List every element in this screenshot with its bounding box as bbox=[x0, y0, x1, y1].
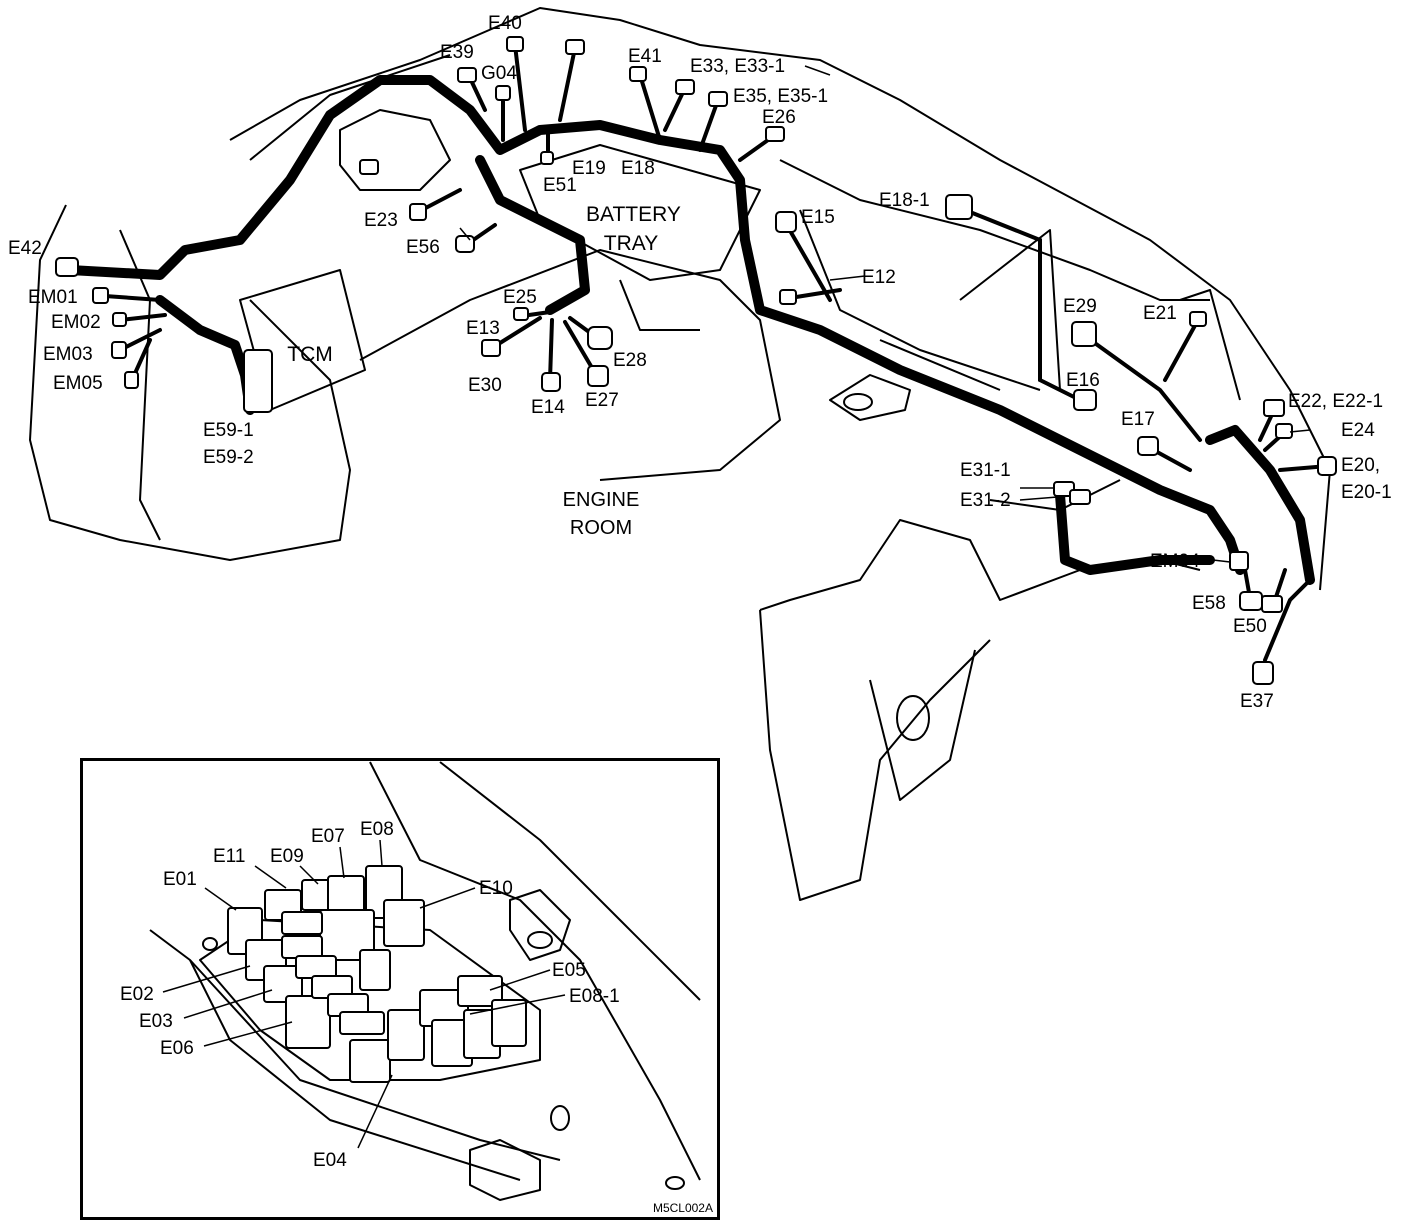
label-e09: E09 bbox=[270, 846, 304, 867]
label-e29: E29 bbox=[1063, 296, 1097, 317]
label-em03: EM03 bbox=[43, 344, 93, 365]
label-e10: E10 bbox=[479, 878, 513, 899]
label-e12: E12 bbox=[862, 267, 896, 288]
engine-room-label-line2: ROOM bbox=[569, 517, 633, 539]
label-e16: E16 bbox=[1066, 370, 1100, 391]
engine-room-label-line1: ENGINE bbox=[562, 489, 640, 511]
label-e27: E27 bbox=[585, 390, 619, 411]
label-e33: E33, E33-1 bbox=[690, 56, 786, 77]
connectors bbox=[55, 36, 1337, 685]
relay-box-inset: E01 E11 E09 E07 E08 E10 E05 E08-1 E02 E0… bbox=[80, 758, 720, 1220]
label-e21: E21 bbox=[1143, 303, 1177, 324]
label-e03: E03 bbox=[139, 1011, 173, 1032]
label-e19: E19 bbox=[572, 158, 606, 179]
label-e05: E05 bbox=[552, 960, 586, 981]
leader-lines bbox=[459, 65, 1311, 563]
label-e13: E13 bbox=[466, 318, 500, 339]
label-e06: E06 bbox=[160, 1038, 194, 1059]
label-e22: E22, E22-1 bbox=[1288, 391, 1384, 412]
label-e11: E11 bbox=[213, 846, 246, 867]
inset-relay-box bbox=[149, 761, 701, 1201]
label-e31-2: E31-2 bbox=[960, 490, 1011, 511]
label-e18-1: E18-1 bbox=[879, 190, 930, 211]
label-em04: EM04 bbox=[1150, 551, 1200, 572]
label-e14: E14 bbox=[531, 397, 565, 418]
label-e50: E50 bbox=[1233, 616, 1267, 637]
label-e56: E56 bbox=[406, 237, 440, 258]
battery-tray-label-line2: TRAY bbox=[603, 232, 659, 255]
label-e08: E08 bbox=[360, 819, 394, 840]
label-e42: E42 bbox=[8, 238, 42, 259]
label-e08-1: E08-1 bbox=[569, 986, 620, 1007]
label-e07: E07 bbox=[311, 826, 345, 847]
label-e23: E23 bbox=[364, 210, 398, 231]
label-e02: E02 bbox=[120, 984, 154, 1005]
label-e04: E04 bbox=[313, 1150, 347, 1171]
label-e58: E58 bbox=[1192, 593, 1226, 614]
label-e31-1: E31-1 bbox=[960, 460, 1011, 481]
label-e20: E20, bbox=[1341, 455, 1381, 476]
label-e30: E30 bbox=[468, 375, 502, 396]
label-e39: E39 bbox=[440, 42, 474, 63]
label-e35: E35, E35-1 bbox=[733, 86, 829, 107]
label-e59-2: E59-2 bbox=[203, 447, 254, 468]
label-e25: E25 bbox=[503, 287, 537, 308]
label-e41: E41 bbox=[628, 46, 662, 67]
label-em02: EM02 bbox=[51, 312, 101, 333]
tcm-label: TCM bbox=[287, 343, 333, 366]
label-e20-1: E20-1 bbox=[1341, 482, 1392, 503]
label-e40: E40 bbox=[488, 13, 522, 34]
battery-tray-label-line1: BATTERY bbox=[586, 203, 681, 226]
label-e59-1: E59-1 bbox=[203, 420, 254, 441]
figure-code: M5CL002A bbox=[652, 1201, 713, 1215]
label-e18: E18 bbox=[621, 158, 655, 179]
label-g04: G04 bbox=[481, 63, 517, 84]
label-e51: E51 bbox=[543, 175, 577, 196]
label-e26: E26 bbox=[762, 107, 796, 128]
label-em01: EM01 bbox=[28, 287, 78, 308]
label-e01: E01 bbox=[163, 869, 197, 890]
body-panels bbox=[29, 7, 1331, 901]
label-e15: E15 bbox=[801, 207, 835, 228]
label-em05: EM05 bbox=[53, 373, 103, 394]
label-e28: E28 bbox=[613, 350, 647, 371]
label-e17: E17 bbox=[1121, 409, 1155, 430]
label-e24: E24 bbox=[1341, 420, 1375, 441]
label-e37: E37 bbox=[1240, 691, 1274, 712]
